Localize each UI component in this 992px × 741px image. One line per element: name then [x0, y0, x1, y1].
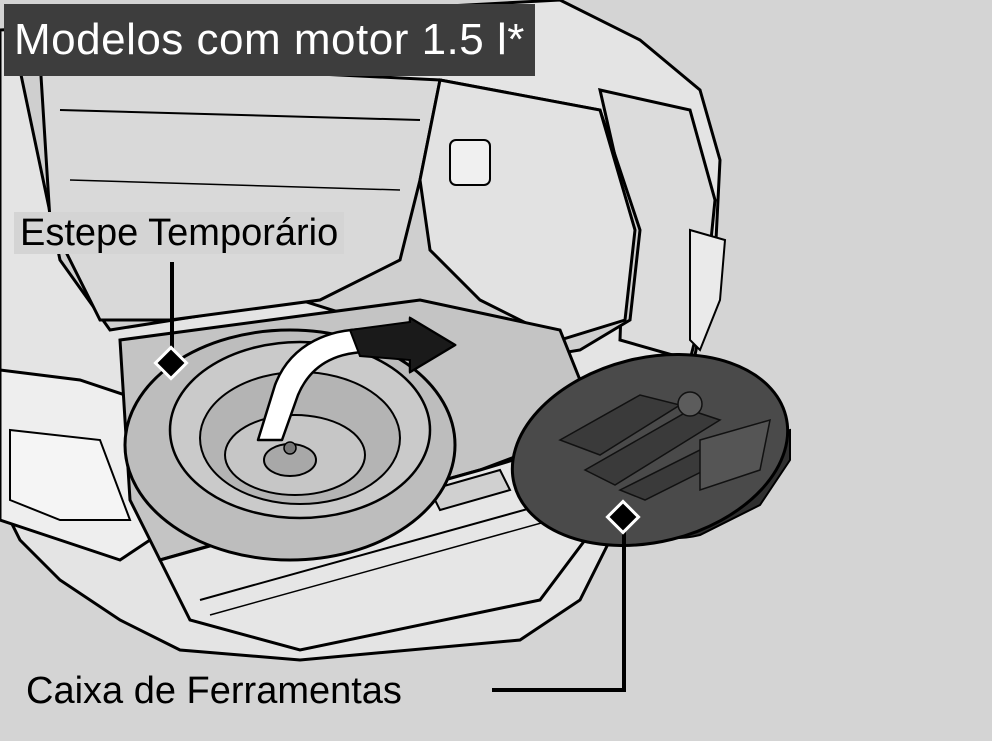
diamond-marker-icon — [153, 345, 641, 535]
spare-tire-label: Estepe Temporário — [14, 212, 345, 254]
tool-box-label: Caixa de Ferramentas — [22, 670, 406, 712]
title-banner: Modelos com motor 1.5 l* — [4, 4, 535, 76]
callout-lines — [170, 262, 626, 692]
page-title: Modelos com motor 1.5 l* — [14, 15, 525, 64]
spare-tire — [123, 328, 457, 562]
arrow-icon — [256, 316, 457, 442]
